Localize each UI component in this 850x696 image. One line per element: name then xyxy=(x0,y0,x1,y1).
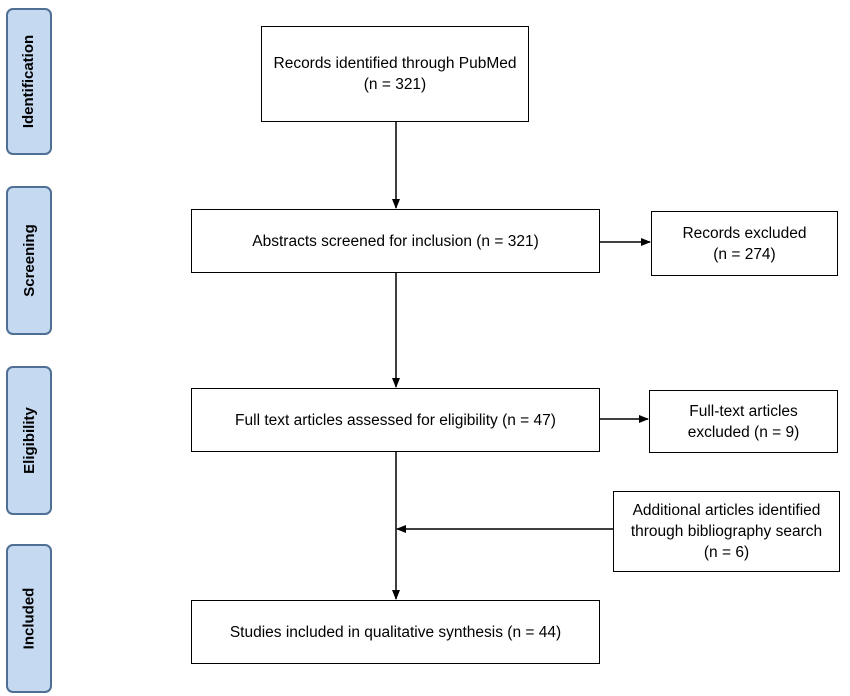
additional-articles-box: Additional articles identified through b… xyxy=(613,491,840,572)
records-identified-text: Records identified through PubMed (n = 3… xyxy=(273,55,517,93)
full-text-assessed-text: Full text articles assessed for eligibil… xyxy=(235,411,556,429)
full-text-excluded-box: Full-text articles excluded (n = 9) xyxy=(649,390,838,453)
abstracts-screened-box: Abstracts screened for inclusion (n = 32… xyxy=(191,209,600,273)
records-excluded-box: Records excluded (n = 274) xyxy=(651,211,838,276)
phase-screening: Screening xyxy=(6,186,52,335)
phase-included: Included xyxy=(6,544,52,693)
phase-eligibility: Eligibility xyxy=(6,366,52,515)
phase-identification: Identification xyxy=(6,8,52,155)
additional-articles-text: Additional articles identified through b… xyxy=(630,502,823,561)
full-text-assessed-box: Full text articles assessed for eligibil… xyxy=(191,388,600,452)
abstracts-screened-text: Abstracts screened for inclusion (n = 32… xyxy=(252,232,539,250)
studies-included-text: Studies included in qualitative synthesi… xyxy=(229,623,562,641)
records-excluded-text: Records excluded (n = 274) xyxy=(682,224,807,263)
full-text-excluded-text: Full-text articles excluded (n = 9) xyxy=(687,402,800,441)
records-identified-box: Records identified through PubMed (n = 3… xyxy=(261,26,529,122)
studies-included-box: Studies included in qualitative synthesi… xyxy=(191,600,600,664)
